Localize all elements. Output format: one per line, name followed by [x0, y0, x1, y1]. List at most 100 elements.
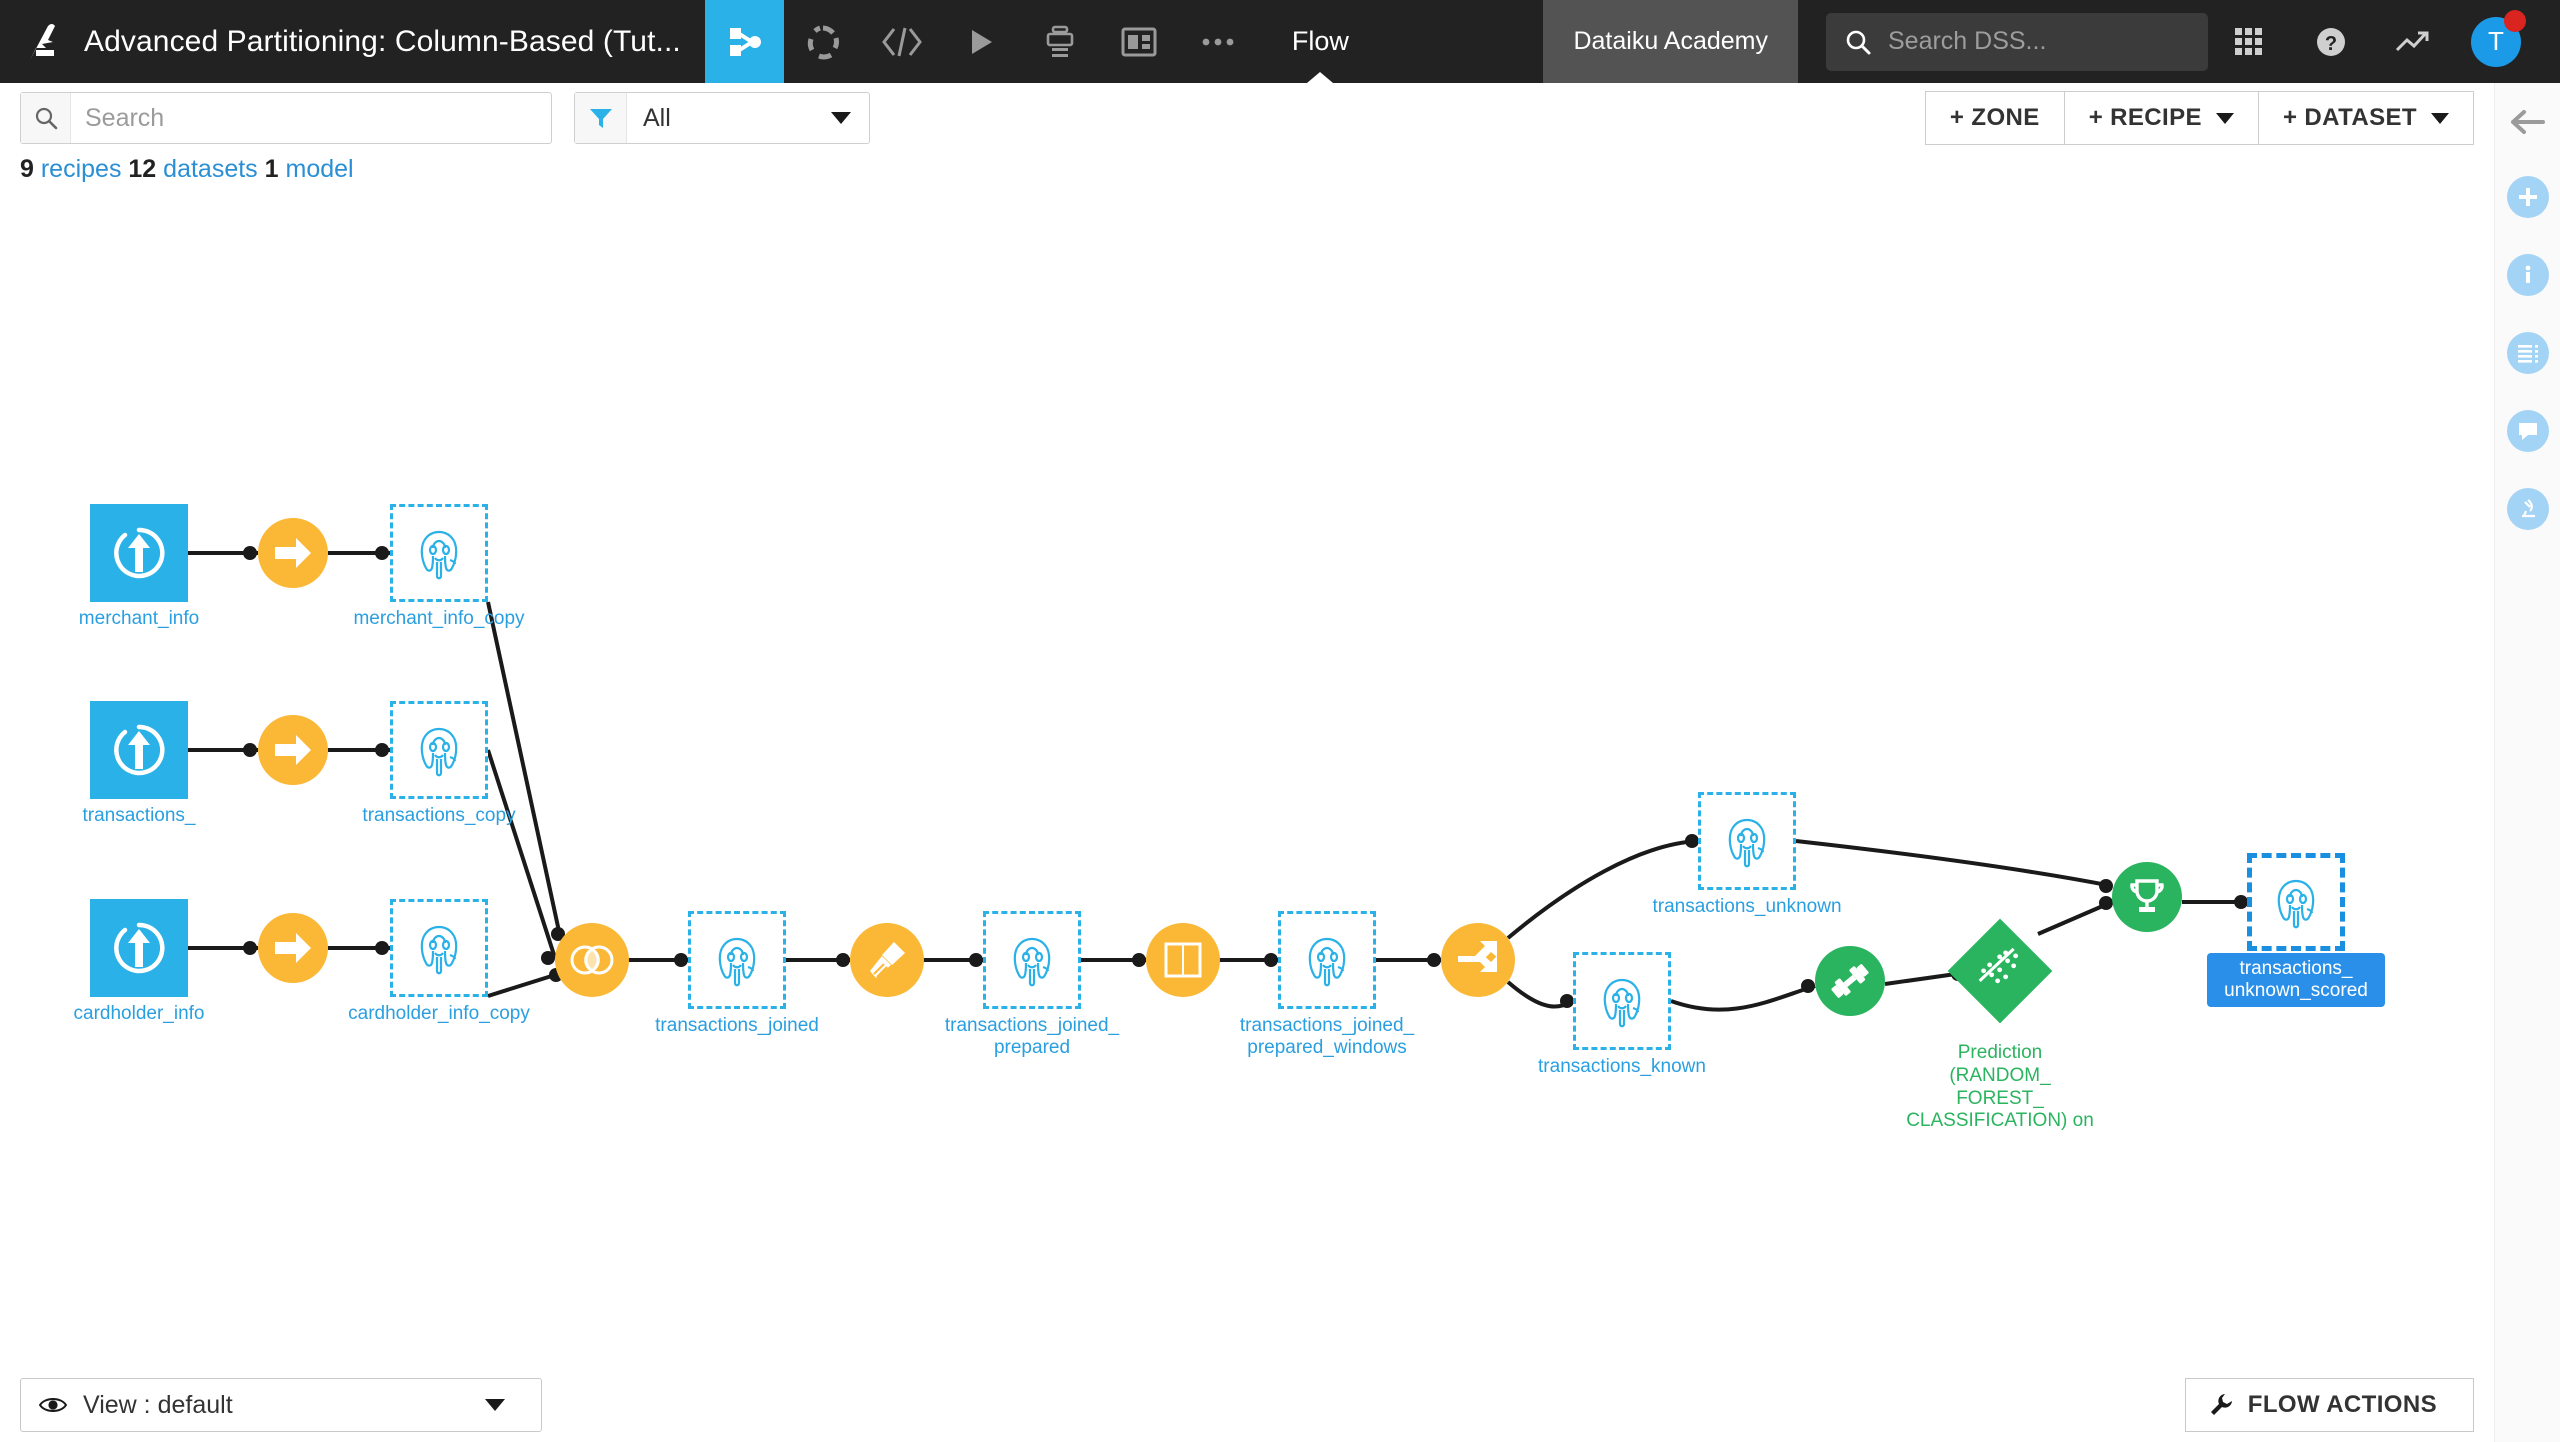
sync-arrow-icon: [258, 715, 328, 785]
postgres-dataset-icon: [1698, 792, 1796, 890]
dataset-node-cardholder-info-copy[interactable]: cardholder_info_copy: [348, 899, 530, 1024]
saved-model-node[interactable]: Prediction (RANDOM_ FOREST_ CLASSIFICATI…: [1906, 918, 2094, 1131]
datasets-label[interactable]: datasets: [163, 155, 258, 183]
dashboards-icon[interactable]: [1100, 0, 1179, 83]
comment-bubble-icon[interactable]: [2506, 410, 2549, 452]
saved-model-diamond-icon: [1947, 918, 2053, 1024]
dataiku-bird-logo-icon[interactable]: [0, 0, 84, 83]
dataset-node-transactions[interactable]: transactions_: [82, 701, 196, 826]
info-icon[interactable]: [2506, 254, 2549, 296]
filter-selected-value: All: [643, 103, 671, 132]
trending-arrow-icon[interactable]: [2372, 0, 2454, 83]
wrench-icon: [2210, 1394, 2232, 1415]
lab-icon[interactable]: [784, 0, 863, 83]
flow-edges: [188, 546, 2248, 1012]
top-header-bar: Advanced Partitioning: Column-Based (Tut…: [0, 0, 2560, 83]
flow-search-box[interactable]: [20, 92, 552, 144]
notebooks-icon[interactable]: [1021, 0, 1100, 83]
header-spacer: [1383, 0, 1544, 83]
avatar: T: [2471, 16, 2521, 67]
flow-bottom-bar: View : default FLOW ACTIONS: [0, 1368, 2494, 1442]
dataset-label-selected: transactions_ unknown_scored: [2207, 953, 2385, 1007]
recipe-node-sync-1[interactable]: [258, 518, 328, 588]
svg-text:?: ?: [2325, 33, 2337, 55]
dataset-label: transactions_joined_ prepared_windows: [1239, 1015, 1415, 1058]
models-label[interactable]: model: [285, 155, 354, 183]
help-question-icon[interactable]: ?: [2290, 0, 2372, 83]
dataset-node-transactions-known[interactable]: transactions_known: [1538, 952, 1706, 1077]
apps-grid-icon[interactable]: [2208, 0, 2290, 83]
postgres-dataset-icon: [390, 701, 488, 799]
dataset-node-transactions-unknown-scored[interactable]: transactions_ unknown_scored: [2207, 853, 2385, 1007]
postgres-dataset-icon: [1573, 952, 1671, 1050]
add-recipe-button[interactable]: + RECIPE: [2063, 91, 2259, 145]
postgres-dataset-icon: [2247, 853, 2345, 951]
dataset-node-merchant-info-copy[interactable]: merchant_info_copy: [353, 504, 525, 629]
recipe-node-sync-2[interactable]: [258, 715, 328, 785]
recipe-node-score[interactable]: [2112, 862, 2182, 932]
more-ellipsis-icon[interactable]: [1179, 0, 1258, 83]
jobs-play-icon[interactable]: [942, 0, 1021, 83]
split-branch-icon: [1441, 923, 1515, 997]
add-dataset-button[interactable]: + DATASET: [2257, 91, 2474, 145]
dss-search-box[interactable]: Search DSS...: [1826, 12, 2208, 71]
upload-dataset-icon: [90, 899, 188, 997]
eye-icon: [39, 1398, 67, 1412]
recipe-node-join[interactable]: [555, 923, 629, 997]
details-list-icon[interactable]: [2506, 332, 2549, 374]
dataset-label: transactions_: [82, 805, 196, 826]
recipe-node-prepare[interactable]: [850, 923, 924, 997]
datasets-count: 12: [128, 155, 157, 183]
add-zone-button[interactable]: + ZONE: [1924, 91, 2065, 145]
dataset-label: merchant_info_copy: [353, 608, 525, 629]
models-count: 1: [264, 155, 279, 183]
dataset-label: cardholder_info_copy: [348, 1003, 530, 1024]
collapse-back-arrow-icon[interactable]: [2510, 109, 2545, 140]
flow-canvas[interactable]: merchant_info merchant_info_copy: [0, 196, 2494, 1368]
dataset-label: transactions_joined_ prepared: [944, 1015, 1120, 1058]
postgres-dataset-icon: [390, 504, 488, 602]
dataset-node-cardholder-info[interactable]: cardholder_info: [74, 899, 204, 1024]
recipe-node-split[interactable]: [1441, 923, 1515, 997]
project-title[interactable]: Advanced Partitioning: Column-Based (Tut…: [84, 24, 681, 58]
recipes-label[interactable]: recipes: [40, 155, 122, 183]
recipes-count: 9: [20, 155, 34, 183]
dataset-node-transactions-joined[interactable]: transactions_joined: [655, 911, 819, 1036]
tab-flow-label: Flow: [1291, 26, 1349, 56]
dataiku-academy-button[interactable]: Dataiku Academy: [1543, 0, 1798, 83]
dataset-node-transactions-joined-prepared[interactable]: transactions_joined_ prepared: [945, 911, 1119, 1058]
recipe-node-sync-3[interactable]: [258, 913, 328, 983]
recipe-node-window[interactable]: [1146, 923, 1220, 997]
flow-icon[interactable]: [704, 0, 784, 83]
add-plus-icon[interactable]: [2506, 176, 2549, 218]
right-sidebar: [2494, 83, 2560, 1442]
lab-microscope-icon[interactable]: [2506, 488, 2549, 530]
postgres-dataset-icon: [983, 911, 1081, 1009]
chevron-down-icon: [2215, 112, 2234, 124]
header-right-icons: ? T: [2208, 0, 2560, 83]
saved-model-label: Prediction (RANDOM_ FOREST_ CLASSIFICATI…: [1906, 1042, 2094, 1132]
notification-badge: [2504, 10, 2526, 32]
dataset-node-transactions-joined-prepared-windows[interactable]: transactions_joined_ prepared_windows: [1240, 911, 1414, 1058]
user-avatar-wrap[interactable]: T: [2454, 0, 2538, 83]
dataset-node-transactions-copy[interactable]: transactions_copy: [362, 701, 516, 826]
tab-flow[interactable]: Flow: [1258, 0, 1383, 83]
code-icon[interactable]: [863, 0, 942, 83]
dataset-label: transactions_known: [1538, 1056, 1706, 1077]
flow-filter-select[interactable]: All: [574, 92, 870, 144]
add-zone-label: + ZONE: [1949, 104, 2040, 131]
flow-toolbar: All + ZONE + RECIPE + DATASET: [0, 83, 2494, 153]
add-recipe-label: + RECIPE: [2088, 104, 2202, 131]
chevron-down-icon: [831, 112, 851, 124]
dataset-label: cardholder_info: [73, 1003, 205, 1024]
project-nav-icons: [704, 0, 1258, 83]
recipe-node-train[interactable]: [1815, 946, 1885, 1016]
search-icon: [1846, 30, 1871, 54]
dataset-node-transactions-unknown[interactable]: transactions_unknown: [1652, 792, 1842, 917]
view-select[interactable]: View : default: [20, 1378, 542, 1432]
flow-actions-button[interactable]: FLOW ACTIONS: [2184, 1378, 2474, 1432]
dataset-label: transactions_unknown: [1652, 896, 1842, 917]
search-input[interactable]: [71, 93, 551, 143]
sync-arrow-icon: [258, 913, 328, 983]
dataset-node-merchant-info[interactable]: merchant_info: [79, 504, 199, 629]
